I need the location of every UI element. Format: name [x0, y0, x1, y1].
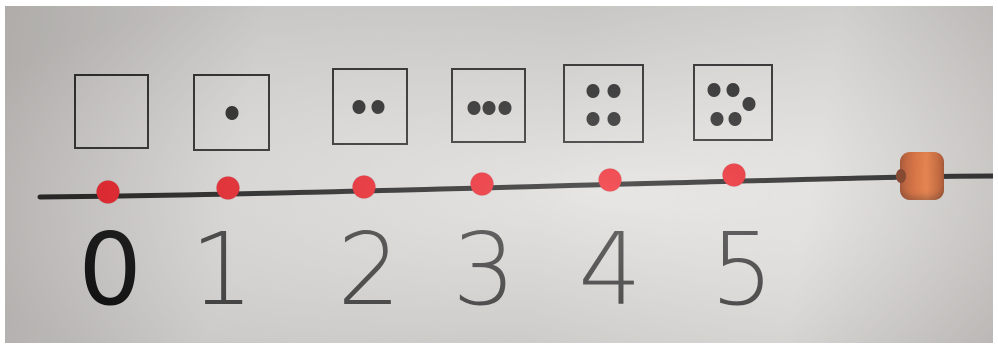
numeral-3: 3	[444, 220, 524, 320]
number-line-photo: 0 1 2 3 4 5	[5, 6, 993, 343]
numeral-0: 0	[70, 220, 150, 320]
marker-dot-2	[353, 176, 376, 199]
marker-dot-1	[217, 177, 240, 200]
marker-dot-0	[97, 181, 120, 204]
marker-dot-3	[471, 173, 494, 196]
marker-dot-5	[723, 164, 746, 187]
numeral-4: 4	[570, 220, 650, 320]
numeral-1: 1	[182, 220, 262, 320]
numeral-5: 5	[702, 220, 782, 320]
bead	[900, 152, 944, 200]
numeral-2: 2	[329, 220, 409, 320]
marker-dot-4	[599, 169, 622, 192]
